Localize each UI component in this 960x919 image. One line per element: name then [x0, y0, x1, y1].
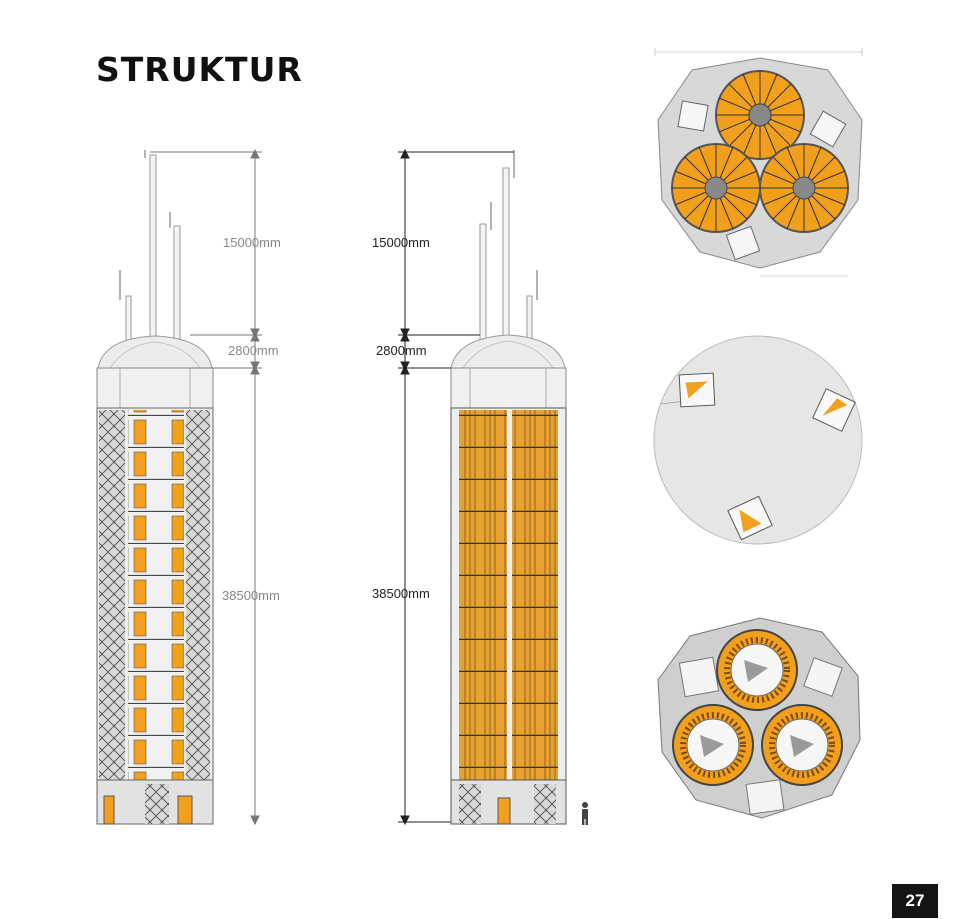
roof-dome-right [450, 334, 566, 369]
facade-left-right [459, 410, 507, 780]
dim-left-mid: 2800mm [228, 343, 279, 358]
person-icon [582, 802, 588, 825]
perspective-three-cylinders [657, 617, 861, 819]
perspective-cylinder-top [716, 629, 798, 711]
floor-plan-three-cylinders [652, 48, 870, 290]
elevation-right [450, 150, 567, 825]
page-number: 27 [892, 884, 938, 918]
top-band-right [450, 367, 567, 409]
perspective-cylinder-left [672, 704, 754, 786]
facade-right-right [512, 410, 558, 780]
truss-left [99, 410, 125, 780]
cylinder-right [759, 143, 849, 233]
cylinder-left [671, 143, 761, 233]
facade-windows [128, 410, 184, 780]
cylinder-top [715, 70, 805, 160]
dimension-line-right [398, 148, 514, 826]
page-title: STRUKTUR [96, 50, 303, 89]
elevation-left [96, 150, 214, 825]
dim-right-top: 15000mm [372, 235, 430, 250]
dim-left-top: 15000mm [223, 235, 281, 250]
dim-right-mid: 2800mm [376, 343, 427, 358]
dim-left-bottom: 38500mm [222, 588, 280, 603]
perspective-cylinder-right [761, 704, 843, 786]
dim-right-bottom: 38500mm [372, 586, 430, 601]
roof-plan [653, 335, 863, 545]
dimension-line-left [150, 148, 262, 826]
truss-right [186, 410, 210, 780]
top-band [96, 367, 214, 409]
roof-dome [97, 335, 213, 369]
